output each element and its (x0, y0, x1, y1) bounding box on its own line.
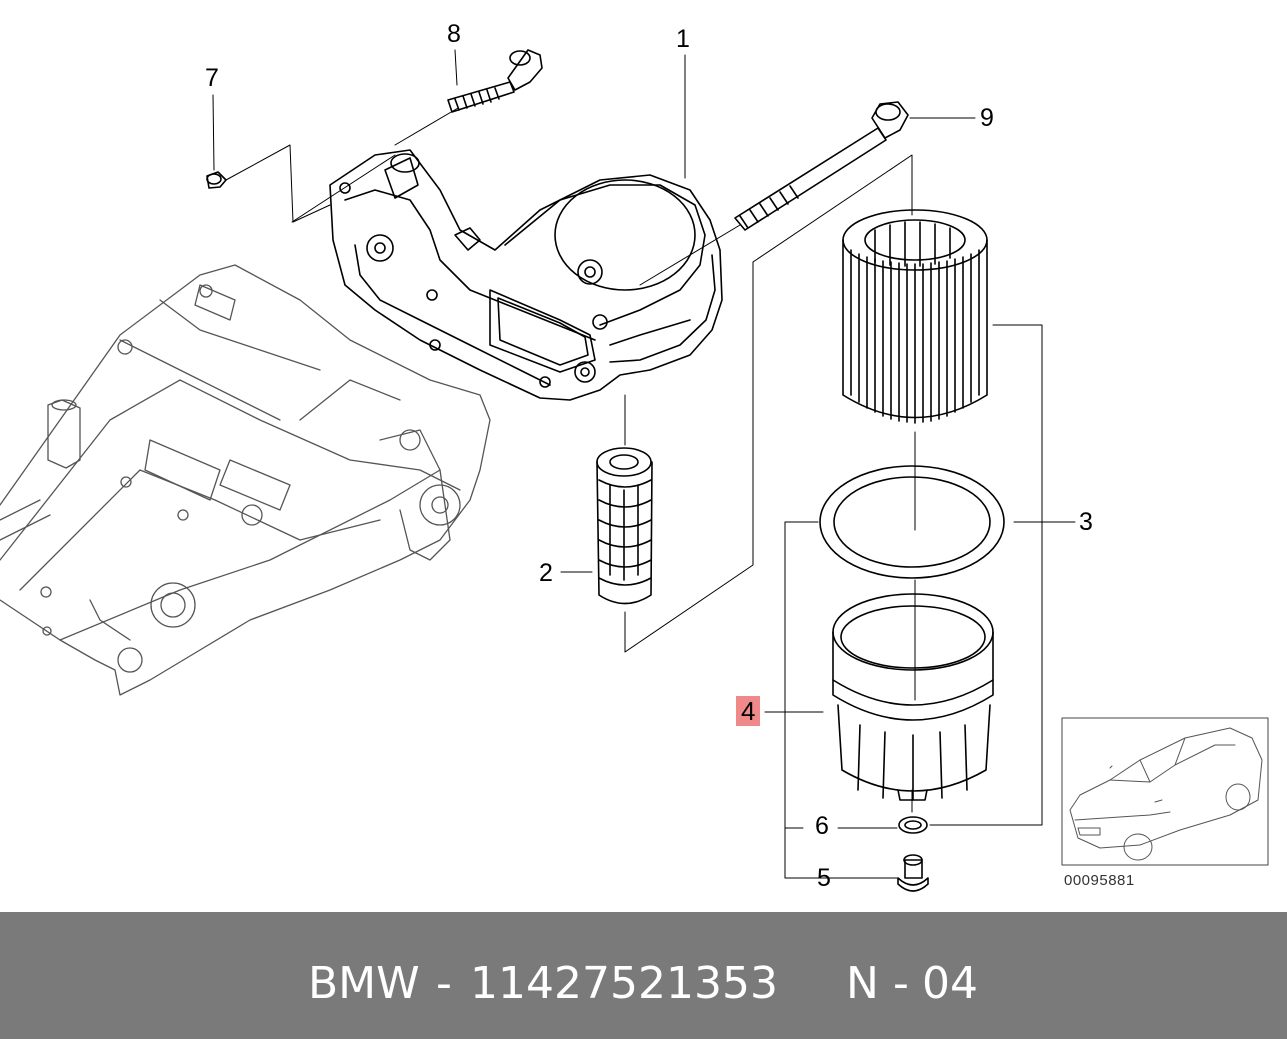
diagram-reference-number: 00095881 (1064, 872, 1135, 889)
callout-8: 8 (447, 20, 461, 48)
footer-position: 04 (922, 958, 978, 1009)
callout-2: 2 (539, 559, 553, 587)
callout-6: 6 (815, 812, 829, 840)
callout-5: 5 (817, 864, 831, 892)
car-thumbnail (1061, 717, 1269, 866)
footer-separator: - (436, 958, 452, 1009)
seal-ring-6 (898, 816, 928, 834)
o-ring (819, 465, 1005, 579)
footer-position-prefix: N (846, 958, 879, 1009)
callout-9: 9 (980, 104, 994, 132)
footer-bar: BMW - 11427521353 N - 04 (0, 912, 1287, 1039)
strainer-2 (596, 447, 653, 605)
screw-7 (206, 171, 227, 189)
footer-part-number: 11427521353 (470, 958, 778, 1009)
filter-cover-4 (832, 593, 994, 801)
leader-lines (225, 107, 916, 813)
drain-plug-5 (897, 854, 929, 892)
callout-4-highlighted: 4 (736, 696, 761, 726)
callout-3: 3 (1079, 508, 1093, 536)
filter-element-3 (842, 209, 988, 424)
footer-separator-2: - (893, 958, 909, 1009)
bolt-9 (734, 101, 909, 231)
footer-brand: BMW (308, 958, 420, 1009)
callout-lines (212, 49, 1076, 879)
bolt-8 (447, 49, 543, 113)
oil-filter-housing (329, 149, 723, 401)
callout-7: 7 (205, 64, 219, 92)
engine-block-drawing (0, 264, 491, 696)
callout-1: 1 (676, 25, 690, 53)
parts-diagram (0, 49, 1269, 892)
